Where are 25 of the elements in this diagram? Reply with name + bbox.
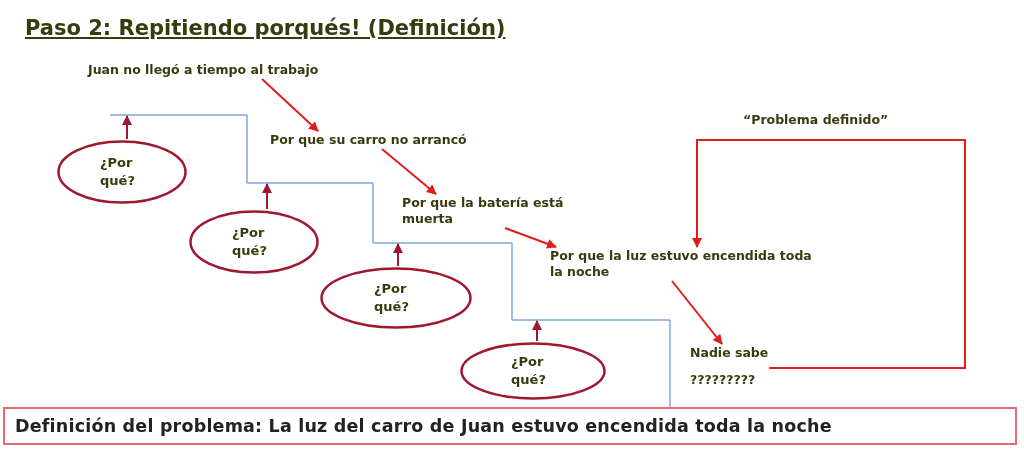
question-ellipse: ¿Por qué? xyxy=(460,342,606,400)
arrow xyxy=(504,227,557,249)
arrow xyxy=(532,320,542,342)
statement-text: Por que la batería está muerta xyxy=(402,195,602,227)
arrow xyxy=(671,280,723,345)
stair-step-line xyxy=(511,319,671,321)
statement-text: Nadie sabe xyxy=(690,345,769,361)
stair-step-line xyxy=(372,242,513,244)
arrow xyxy=(692,139,966,369)
statement-text: Juan no llegó a tiempo al trabajo xyxy=(88,62,319,78)
arrow xyxy=(262,183,272,210)
question-ellipse: ¿Por qué? xyxy=(189,210,319,274)
question-ellipse: ¿Por qué? xyxy=(57,140,187,204)
arrow xyxy=(122,115,132,140)
statement-text: Por que su carro no arrancó xyxy=(270,132,467,148)
statement-text: ????????? xyxy=(690,372,757,388)
stair-step-line xyxy=(246,182,374,184)
diagram-title: Paso 2: Repitiendo porqués! (Definición) xyxy=(25,16,506,40)
question-ellipse: ¿Por qué? xyxy=(320,267,472,329)
arrow xyxy=(393,243,403,267)
arrow xyxy=(381,148,437,195)
problem-definition-box: Definición del problema: La luz del carro de Juan estuvo encendida toda la noche xyxy=(3,407,1017,445)
statement-text: Por que la luz estuvo encendida toda la noche xyxy=(550,248,820,280)
stair-step-line xyxy=(109,114,248,116)
arrow xyxy=(261,78,319,132)
